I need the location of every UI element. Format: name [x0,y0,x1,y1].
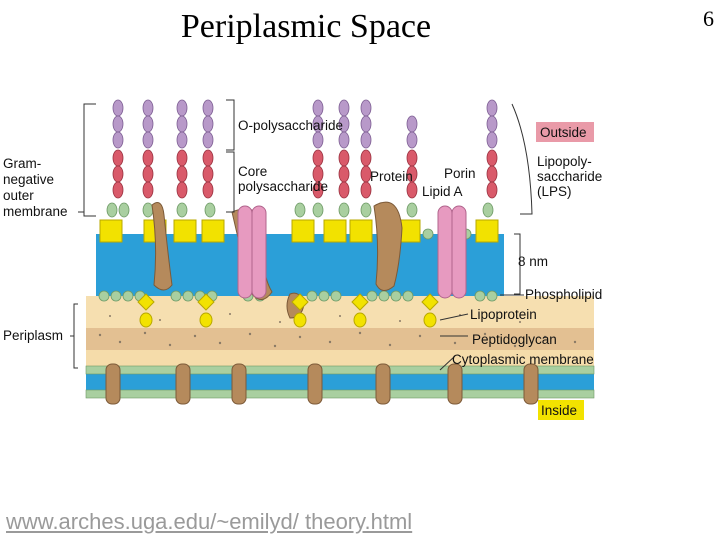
label-outside: Outside [540,125,587,140]
label-core-line1: Core [238,164,267,179]
label-lps-line3: (LPS) [537,184,572,199]
label-protein: Protein [370,169,413,184]
slide-number: 6 [703,6,714,31]
label-lipid-a: Lipid A [422,184,463,199]
slide-title: Periplasmic Space [180,8,432,45]
outside-tag [536,122,594,142]
label-cytoplasmic-membrane: Cytoplasmic membrane [452,352,594,367]
label-inside: Inside [541,403,577,418]
peptidoglycan-layer [86,328,594,350]
label-phospholipid: Phospholipid [525,287,602,302]
label-lipoprotein: Lipoprotein [470,307,537,322]
label-peptidoglycan: Peptidoglycan [472,332,557,347]
label-porin: Porin [444,166,476,181]
peptidoglycan-dots [98,313,577,348]
lps-chains [106,99,498,218]
label-gram-line3: outer [3,188,34,203]
label-lps-line1: Lipopoly- [537,154,592,169]
label-o-polysaccharide: O-polysaccharide [238,118,343,133]
cytoplasmic-membrane-heads [85,365,595,399]
cytoplasmic-membrane-core [86,372,594,392]
periplasm-upper [86,296,594,330]
footer-link[interactable]: www.arches.uga.edu/~emilyd/ theory.html [6,509,413,534]
label-periplasm: Periplasm [3,328,63,343]
inside-tag [538,400,584,420]
label-brackets [70,99,533,371]
lipoprotein-anchors [137,293,439,328]
label-gram-line4: membrane [3,204,68,219]
label-lps-line2: saccharide [537,169,602,184]
label-core-line2: polysaccharide [238,179,328,194]
label-gram-line1: Gram- [3,156,41,171]
porin-channels [237,205,467,299]
cytoplasmic-membrane-proteins [105,363,539,405]
label-gram-line2: negative [3,172,54,187]
label-thickness: 8 nm [518,254,548,269]
